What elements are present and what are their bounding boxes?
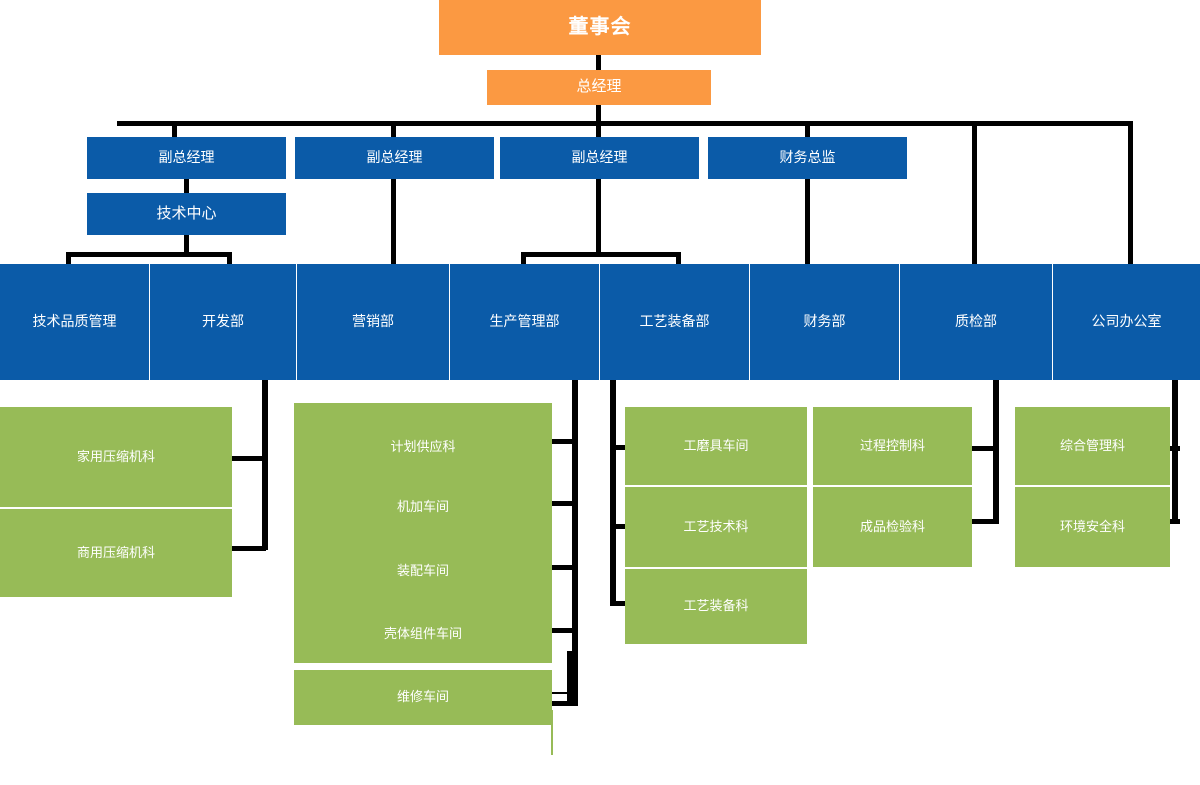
connector-production-tail (551, 710, 553, 755)
node-label-plan-supply: 计划供应科 (390, 439, 456, 454)
node-technology-center[interactable]: 技术中心 (87, 193, 286, 235)
connector-production-stub-5 (550, 701, 578, 706)
connector-technics-stub-1 (610, 445, 628, 450)
node-label: 工艺装备部 (639, 313, 710, 330)
node-department-development[interactable]: 开发部 (150, 264, 296, 380)
node-label: 成品检验科 (859, 518, 925, 534)
connector-drop-vp2 (391, 121, 396, 138)
node-board-of-directors[interactable]: 董事会 (439, 0, 761, 55)
node-label: 商用压缩机科 (76, 544, 155, 560)
node-general-manager[interactable]: 总经理 (487, 70, 711, 105)
connector-gm-drop (596, 104, 601, 124)
connector-vp2-to-marketing (391, 178, 396, 266)
connector-drop-vp3 (596, 121, 601, 138)
node-vice-general-manager-3[interactable]: 副总经理 (500, 137, 699, 179)
connector-quality-stub-1 (971, 446, 999, 451)
connector-production-stub-4 (550, 628, 578, 633)
node-label-assembly-workshop: 装配车间 (396, 563, 449, 578)
connector-office-spine (1172, 378, 1178, 524)
connector-technics-stub-3 (610, 601, 628, 606)
node-section-household-compressor[interactable]: 家用压缩机科 (0, 407, 232, 507)
connector-vp3-drop (596, 178, 601, 254)
node-department-technical-quality-management[interactable]: 技术品质管理 (0, 264, 149, 380)
node-section-process-equipment[interactable]: 工艺装备科 (625, 569, 807, 644)
connector-board-to-gm (596, 54, 601, 70)
node-label: 财务部 (803, 313, 846, 330)
connector-quality-spine (993, 378, 999, 524)
connector-drop-dept-development (227, 252, 232, 266)
connector-development-stub-2 (232, 546, 266, 551)
connector-drop-vp1 (172, 121, 177, 138)
connector-office-stub-1 (1168, 446, 1180, 451)
node-label: 副总经理 (366, 149, 423, 166)
node-label: 家用压缩机科 (76, 448, 155, 464)
node-section-general-management[interactable]: 综合管理科 (1015, 407, 1170, 485)
node-department-production-management[interactable]: 生产管理部 (450, 264, 599, 380)
connector-technics-spine (610, 378, 616, 606)
node-label: 工磨具车间 (683, 437, 749, 453)
node-section-finished-product-inspection[interactable]: 成品检验科 (813, 487, 972, 567)
node-label: 工艺装备科 (683, 598, 749, 614)
node-section-process-technology[interactable]: 工艺技术科 (625, 487, 807, 567)
connector-production-spine-lower (567, 651, 573, 706)
connector-technics-stub-2 (610, 524, 628, 529)
node-department-finance[interactable]: 财务部 (750, 264, 899, 380)
connector-development-spine (262, 378, 268, 550)
connector-production-stub-3 (550, 565, 578, 570)
node-label: 维修车间 (396, 689, 449, 705)
node-label: 综合管理科 (1059, 437, 1125, 453)
node-label: 技术中心 (156, 204, 217, 222)
connector-techcenter-drop (184, 234, 189, 255)
node-section-production-stack[interactable]: 计划供应科 机加车间 装配车间 壳体组件车间 (294, 403, 552, 663)
node-label: 总经理 (576, 78, 622, 96)
connector-cfo-to-finance (805, 178, 810, 266)
node-department-quality-inspection[interactable]: 质检部 (900, 264, 1052, 380)
connector-techcenter-bus (66, 252, 232, 257)
connector-vp1-to-techcenter (184, 178, 189, 194)
connector-drop-dept-technics (676, 252, 681, 266)
connector-office-stub-2 (1168, 519, 1180, 524)
node-label-shell-component-workshop: 壳体组件车间 (383, 626, 462, 641)
node-label: 董事会 (568, 16, 632, 38)
node-section-tooling-workshop[interactable]: 工磨具车间 (625, 407, 807, 485)
connector-drop-dept-production (521, 252, 526, 266)
node-label: 质检部 (955, 313, 997, 330)
node-label-machining-workshop: 机加车间 (396, 499, 449, 514)
node-department-technics-equipment[interactable]: 工艺装备部 (600, 264, 749, 380)
connector-quality-stub-2 (971, 519, 999, 524)
connector-production-stub-1 (550, 439, 578, 444)
node-label: 公司办公室 (1091, 313, 1162, 330)
connector-drop-quality (972, 121, 977, 266)
node-section-commercial-compressor[interactable]: 商用压缩机科 (0, 509, 232, 597)
connector-production-stub-2 (550, 501, 578, 506)
node-department-marketing[interactable]: 营销部 (297, 264, 449, 380)
node-label: 副总经理 (158, 149, 215, 166)
connector-production-spine (572, 378, 578, 706)
node-vice-general-manager-1[interactable]: 副总经理 (87, 137, 286, 179)
node-section-process-control[interactable]: 过程控制科 (813, 407, 972, 485)
connector-drop-dept-quality-mgmt (66, 252, 71, 266)
node-label: 过程控制科 (859, 437, 925, 453)
connector-drop-cfo (805, 121, 810, 138)
node-section-maintenance-workshop[interactable]: 维修车间 (294, 670, 552, 725)
node-department-company-office[interactable]: 公司办公室 (1053, 264, 1200, 380)
node-label: 开发部 (202, 313, 244, 330)
node-chief-financial-officer[interactable]: 财务总监 (708, 137, 907, 179)
node-label: 副总经理 (571, 149, 628, 166)
connector-drop-office (1128, 121, 1133, 266)
node-label: 生产管理部 (489, 313, 560, 330)
node-vice-general-manager-2[interactable]: 副总经理 (295, 137, 494, 179)
connector-vp3-bus (521, 252, 681, 257)
node-label: 技术品质管理 (32, 313, 117, 330)
node-section-environment-safety[interactable]: 环境安全科 (1015, 487, 1170, 567)
connector-development-stub-1 (232, 456, 266, 461)
connector-production-tick (551, 692, 567, 694)
node-label: 环境安全科 (1059, 518, 1125, 534)
connector-exec-bus (117, 121, 1133, 126)
node-label: 工艺技术科 (683, 518, 749, 534)
node-label: 营销部 (352, 313, 394, 330)
node-label: 财务总监 (779, 149, 836, 166)
